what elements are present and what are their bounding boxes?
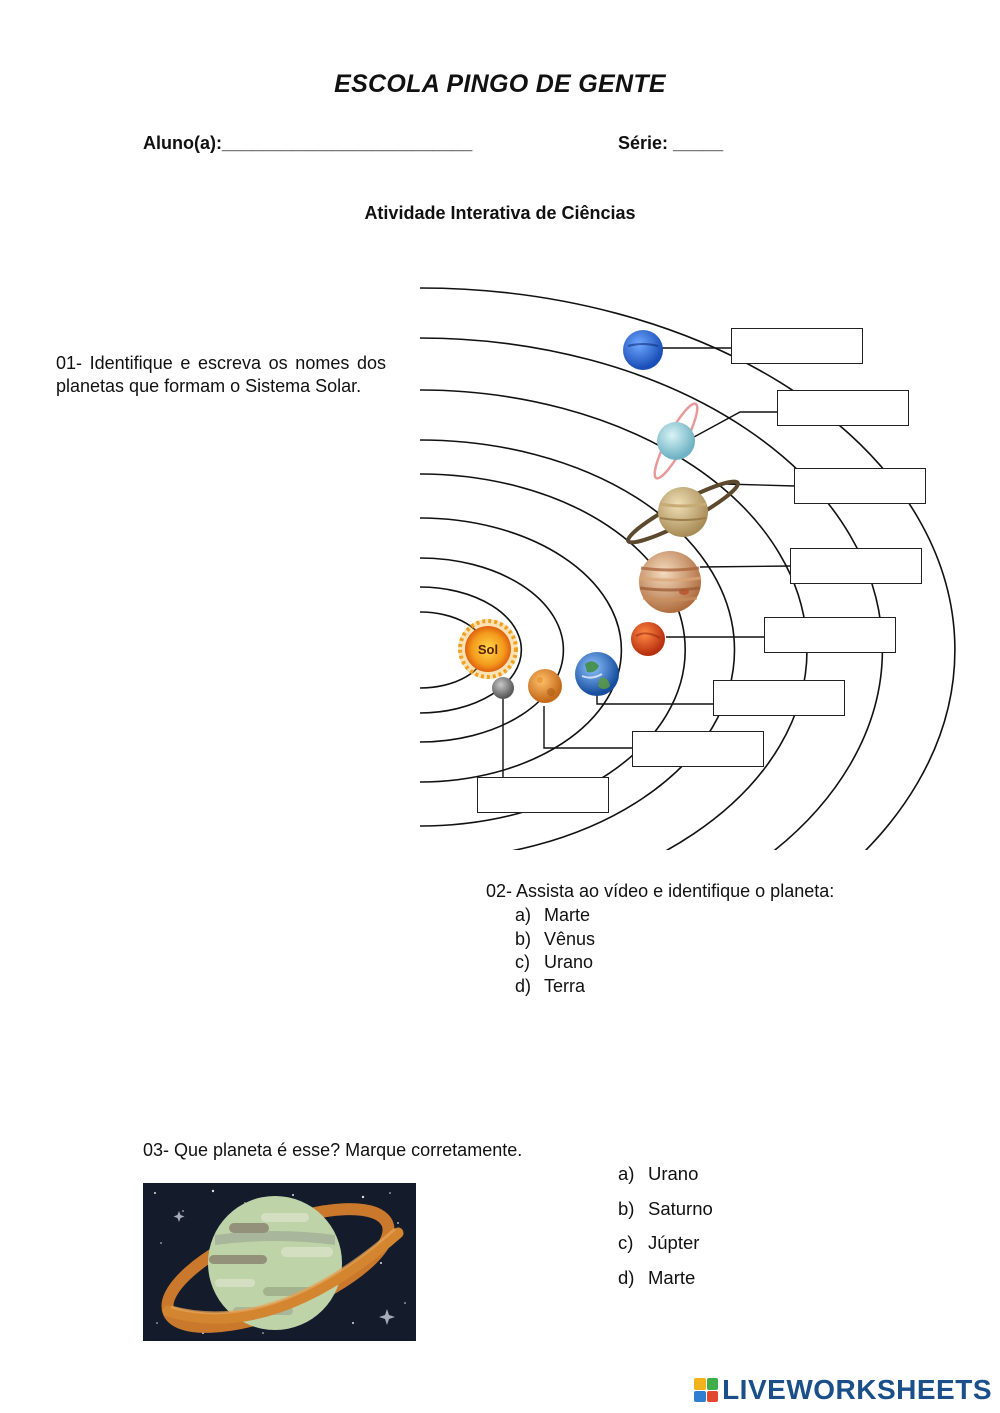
saturn-planet [626, 479, 740, 545]
jupiter-planet [638, 551, 702, 613]
mars-planet [631, 622, 665, 656]
connector-earth [596, 695, 713, 705]
sun: Sol [458, 619, 518, 679]
orbit-line [419, 439, 736, 850]
orbit-line [419, 586, 523, 714]
connector-mercury [478, 692, 504, 779]
sun-rays [458, 619, 518, 679]
orbit-line [419, 517, 623, 783]
liveworksheets-brand: LIVEWORKSHEETS [694, 1374, 992, 1406]
option-d[interactable]: d)Marte [618, 1266, 696, 1288]
question-3-options: a)Urano b)Saturno c)Júpter d)Marte [618, 1157, 713, 1295]
orbit-line [419, 557, 565, 743]
earth-planet [575, 652, 619, 696]
answer-box-mercury[interactable] [477, 777, 609, 813]
uranus-planet [653, 402, 699, 480]
option-a[interactable]: a)Urano [618, 1163, 699, 1184]
liveworksheets-logo-icon [694, 1378, 719, 1402]
answer-box-earth[interactable] [713, 680, 845, 716]
answer-box-uranus[interactable] [777, 390, 909, 426]
question-3-text: 03- Que planeta é esse? Marque corretame… [143, 1140, 523, 1160]
connector-venus [543, 706, 632, 749]
brand-text: LIVEWORKSHEETS [722, 1374, 992, 1405]
connector-uranus [693, 411, 777, 438]
orbit-line [419, 287, 956, 850]
option-d[interactable]: d)Terra [515, 975, 586, 996]
connector-jupiter [699, 565, 791, 568]
option-b[interactable]: b)Vênus [515, 928, 596, 949]
answer-box-mars[interactable] [764, 617, 896, 653]
option-c[interactable]: c)Urano [515, 952, 594, 972]
option-b[interactable]: b)Saturno [618, 1197, 713, 1219]
activity-title: Atividade Interativa de Ciências [364, 203, 636, 223]
answer-box-neptune[interactable] [731, 328, 863, 364]
venus-planet [528, 669, 562, 703]
mercury-planet [492, 677, 514, 699]
question-2-options: a)Marte b)Vênus c)Urano d)Terra [515, 904, 595, 998]
saturn-illustration [143, 1183, 416, 1341]
answer-box-jupiter[interactable] [790, 548, 922, 584]
question-2-text: 02- Assista ao vídeo e identifique o pla… [486, 881, 835, 901]
grade-label: Série: _____ [618, 133, 724, 153]
student-name-label: Aluno(a):_________________________ [143, 133, 473, 153]
answer-box-saturn[interactable] [794, 468, 926, 504]
neptune-planet [623, 330, 663, 370]
answer-box-venus[interactable] [632, 731, 764, 767]
school-title: ESCOLA PINGO DE GENTE [334, 70, 666, 98]
solar-system-diagram: Sol [419, 287, 956, 850]
option-c[interactable]: c)Júpter [618, 1232, 700, 1253]
question-1-text: 01- Identifique e escreva os nomes dos p… [56, 353, 386, 396]
option-a[interactable]: a)Marte [515, 905, 591, 925]
sun-label: Sol [478, 642, 498, 657]
